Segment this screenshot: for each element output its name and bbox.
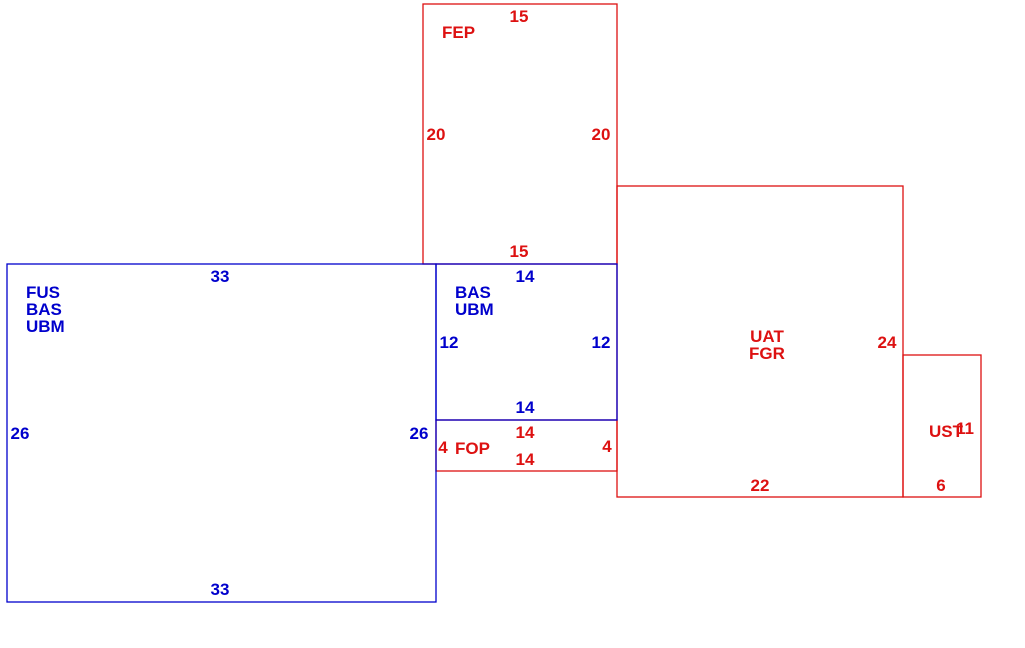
ust-dim-right: 11 [956,419,974,438]
main-dim-bottom: 33 [211,580,230,599]
fop-code-1: FOP [455,439,490,458]
mid-dim-bottom: 14 [516,398,535,417]
mid-dim-left: 12 [440,333,459,352]
fop-dim-right: 4 [602,437,612,456]
mid-outline [435,263,618,421]
main-code-1: FUS [26,283,60,302]
fep-dim-top: 15 [510,7,529,26]
uat-code-2: FGR [749,344,785,363]
fep-outline [422,3,618,265]
fep-dim-left: 20 [427,125,446,144]
uat-area: UAT FGR 24 22 [616,185,904,498]
main-dim-left: 26 [11,424,30,443]
ust-code-1: UST [929,422,964,441]
fop-dim-left: 4 [438,438,448,457]
fop-dim-bottom: 14 [516,450,535,469]
fep-area: FEP 15 20 20 15 [422,3,618,265]
mid-area: BAS UBM 14 12 12 14 [435,263,618,421]
ust-dim-bottom: 6 [936,476,945,495]
mid-dim-right: 12 [592,333,611,352]
main-area: FUS BAS UBM 33 26 26 33 [6,263,437,603]
main-code-2: BAS [26,300,62,319]
main-code-3: UBM [26,317,65,336]
fep-dim-right: 20 [592,125,611,144]
mid-code-1: BAS [455,283,491,302]
uat-code-1: UAT [750,327,784,346]
mid-dim-top: 14 [516,267,535,286]
uat-dim-right: 24 [878,333,897,352]
fep-dim-bottom: 15 [510,242,529,261]
uat-dim-bottom: 22 [751,476,770,495]
fep-code-1: FEP [442,23,475,42]
ust-outline [902,354,982,498]
fop-dim-top: 14 [516,423,535,442]
ust-area: UST 11 6 [902,354,982,498]
fop-area: FOP 14 14 4 4 [435,419,618,472]
main-dim-right: 26 [410,424,429,443]
main-outline [6,263,437,603]
main-dim-top: 33 [211,267,230,286]
mid-code-2: UBM [455,300,494,319]
